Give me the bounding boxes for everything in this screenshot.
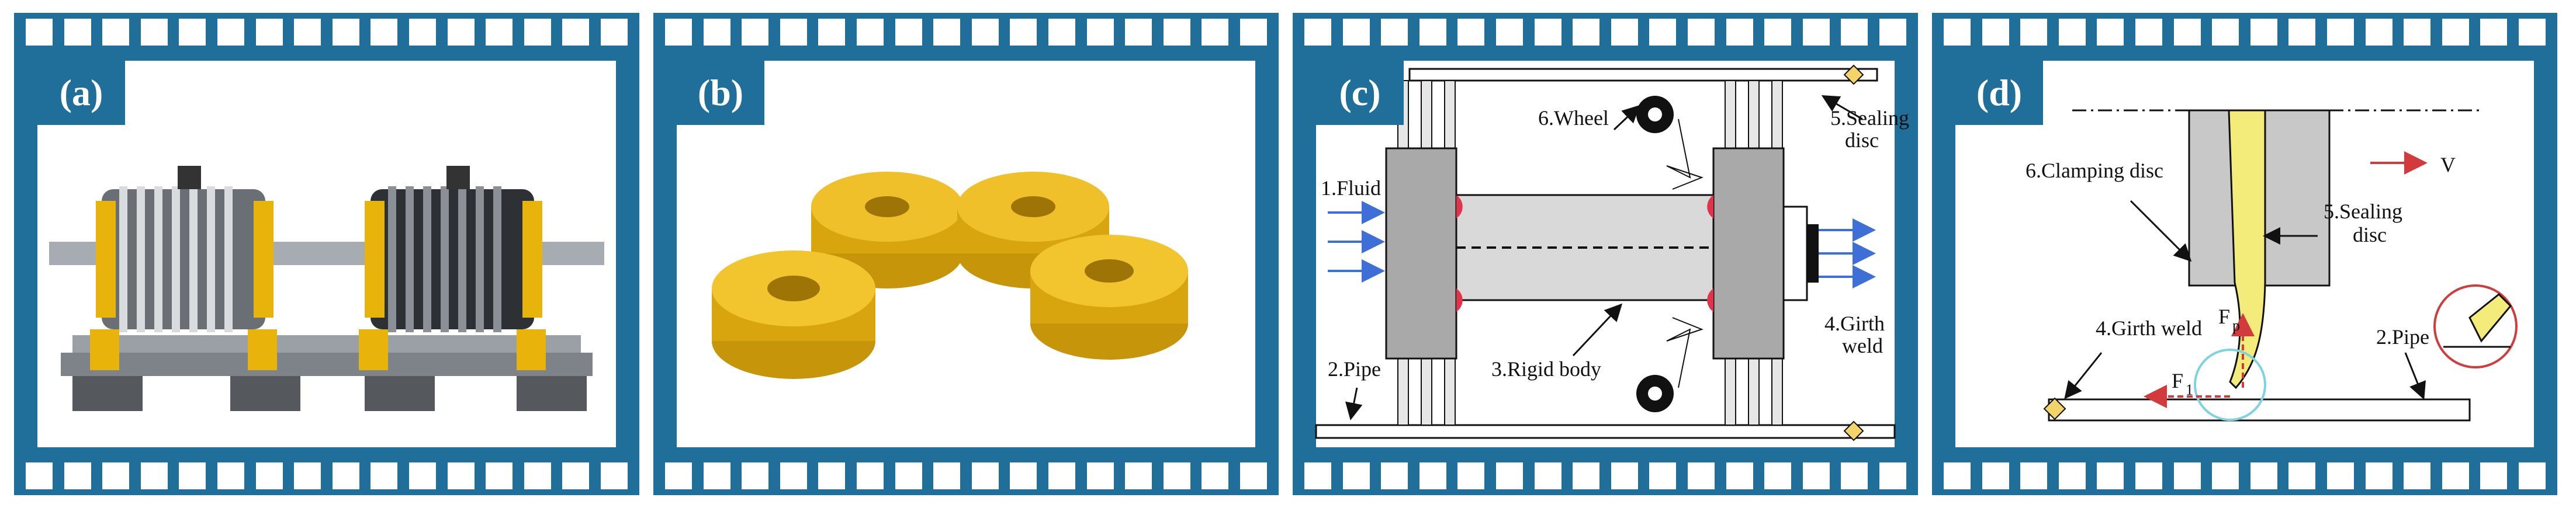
film-holes-top: [1944, 19, 2546, 46]
label-velocity: V: [2440, 153, 2456, 176]
panel-label: (c): [1316, 61, 1404, 125]
label-sealing-disc-2: disc: [1845, 128, 1879, 152]
label-sealing-disc-1: 5.Sealing: [1830, 106, 1909, 130]
pig-machine-image: [37, 61, 616, 447]
film-holes-bottom: [26, 462, 628, 489]
film-holes-bottom: [1304, 462, 1906, 489]
panel-c: 1.Fluid 6.Wheel 5.Sealing disc 2.Pipe 3.…: [1293, 13, 1918, 495]
label-girth-weld-2: weld: [1842, 334, 1883, 357]
label-pipe: 2.Pipe: [1328, 357, 1381, 381]
label-girth-weld-1: 4.Girth: [1824, 312, 1885, 335]
panel-label: (d): [1955, 61, 2043, 125]
film-holes-top: [1304, 19, 1906, 46]
label-force-p: F: [2218, 305, 2230, 328]
panel-b: (b): [653, 13, 1279, 495]
panel-d: 6.Clamping disc V 5.Sealing disc 4.Girth…: [1932, 13, 2557, 495]
panel-label: (a): [37, 61, 125, 125]
sealing-discs-image: [677, 61, 1255, 447]
label-sealing-disc-2: disc: [2353, 223, 2387, 246]
label-force-1-sub: 1: [2186, 381, 2193, 398]
label-wheel: 6.Wheel: [1538, 106, 1609, 130]
label-fluid: 1.Fluid: [1321, 176, 1381, 200]
panel-a: (a): [14, 13, 639, 495]
panel-label: (b): [677, 61, 764, 125]
label-sealing-disc-1: 5.Sealing: [2324, 200, 2402, 223]
label-girth-weld: 4.Girth weld: [2096, 316, 2202, 340]
label-pipe: 2.Pipe: [2376, 325, 2429, 349]
label-force-1: F: [2172, 369, 2183, 392]
film-holes-top: [665, 19, 1267, 46]
film-holes-top: [26, 19, 628, 46]
label-clamping-disc: 6.Clamping disc: [2026, 159, 2163, 182]
film-holes-bottom: [1944, 462, 2546, 489]
pig-schematic: 1.Fluid 6.Wheel 5.Sealing disc 2.Pipe 3.…: [1315, 61, 1909, 447]
film-holes-bottom: [665, 462, 1267, 489]
sealing-disc-contact-diagram: 6.Clamping disc V 5.Sealing disc 4.Girth…: [1955, 61, 2534, 447]
label-rigid-body: 3.Rigid body: [1491, 357, 1601, 381]
label-force-p-sub: p: [2232, 317, 2240, 334]
